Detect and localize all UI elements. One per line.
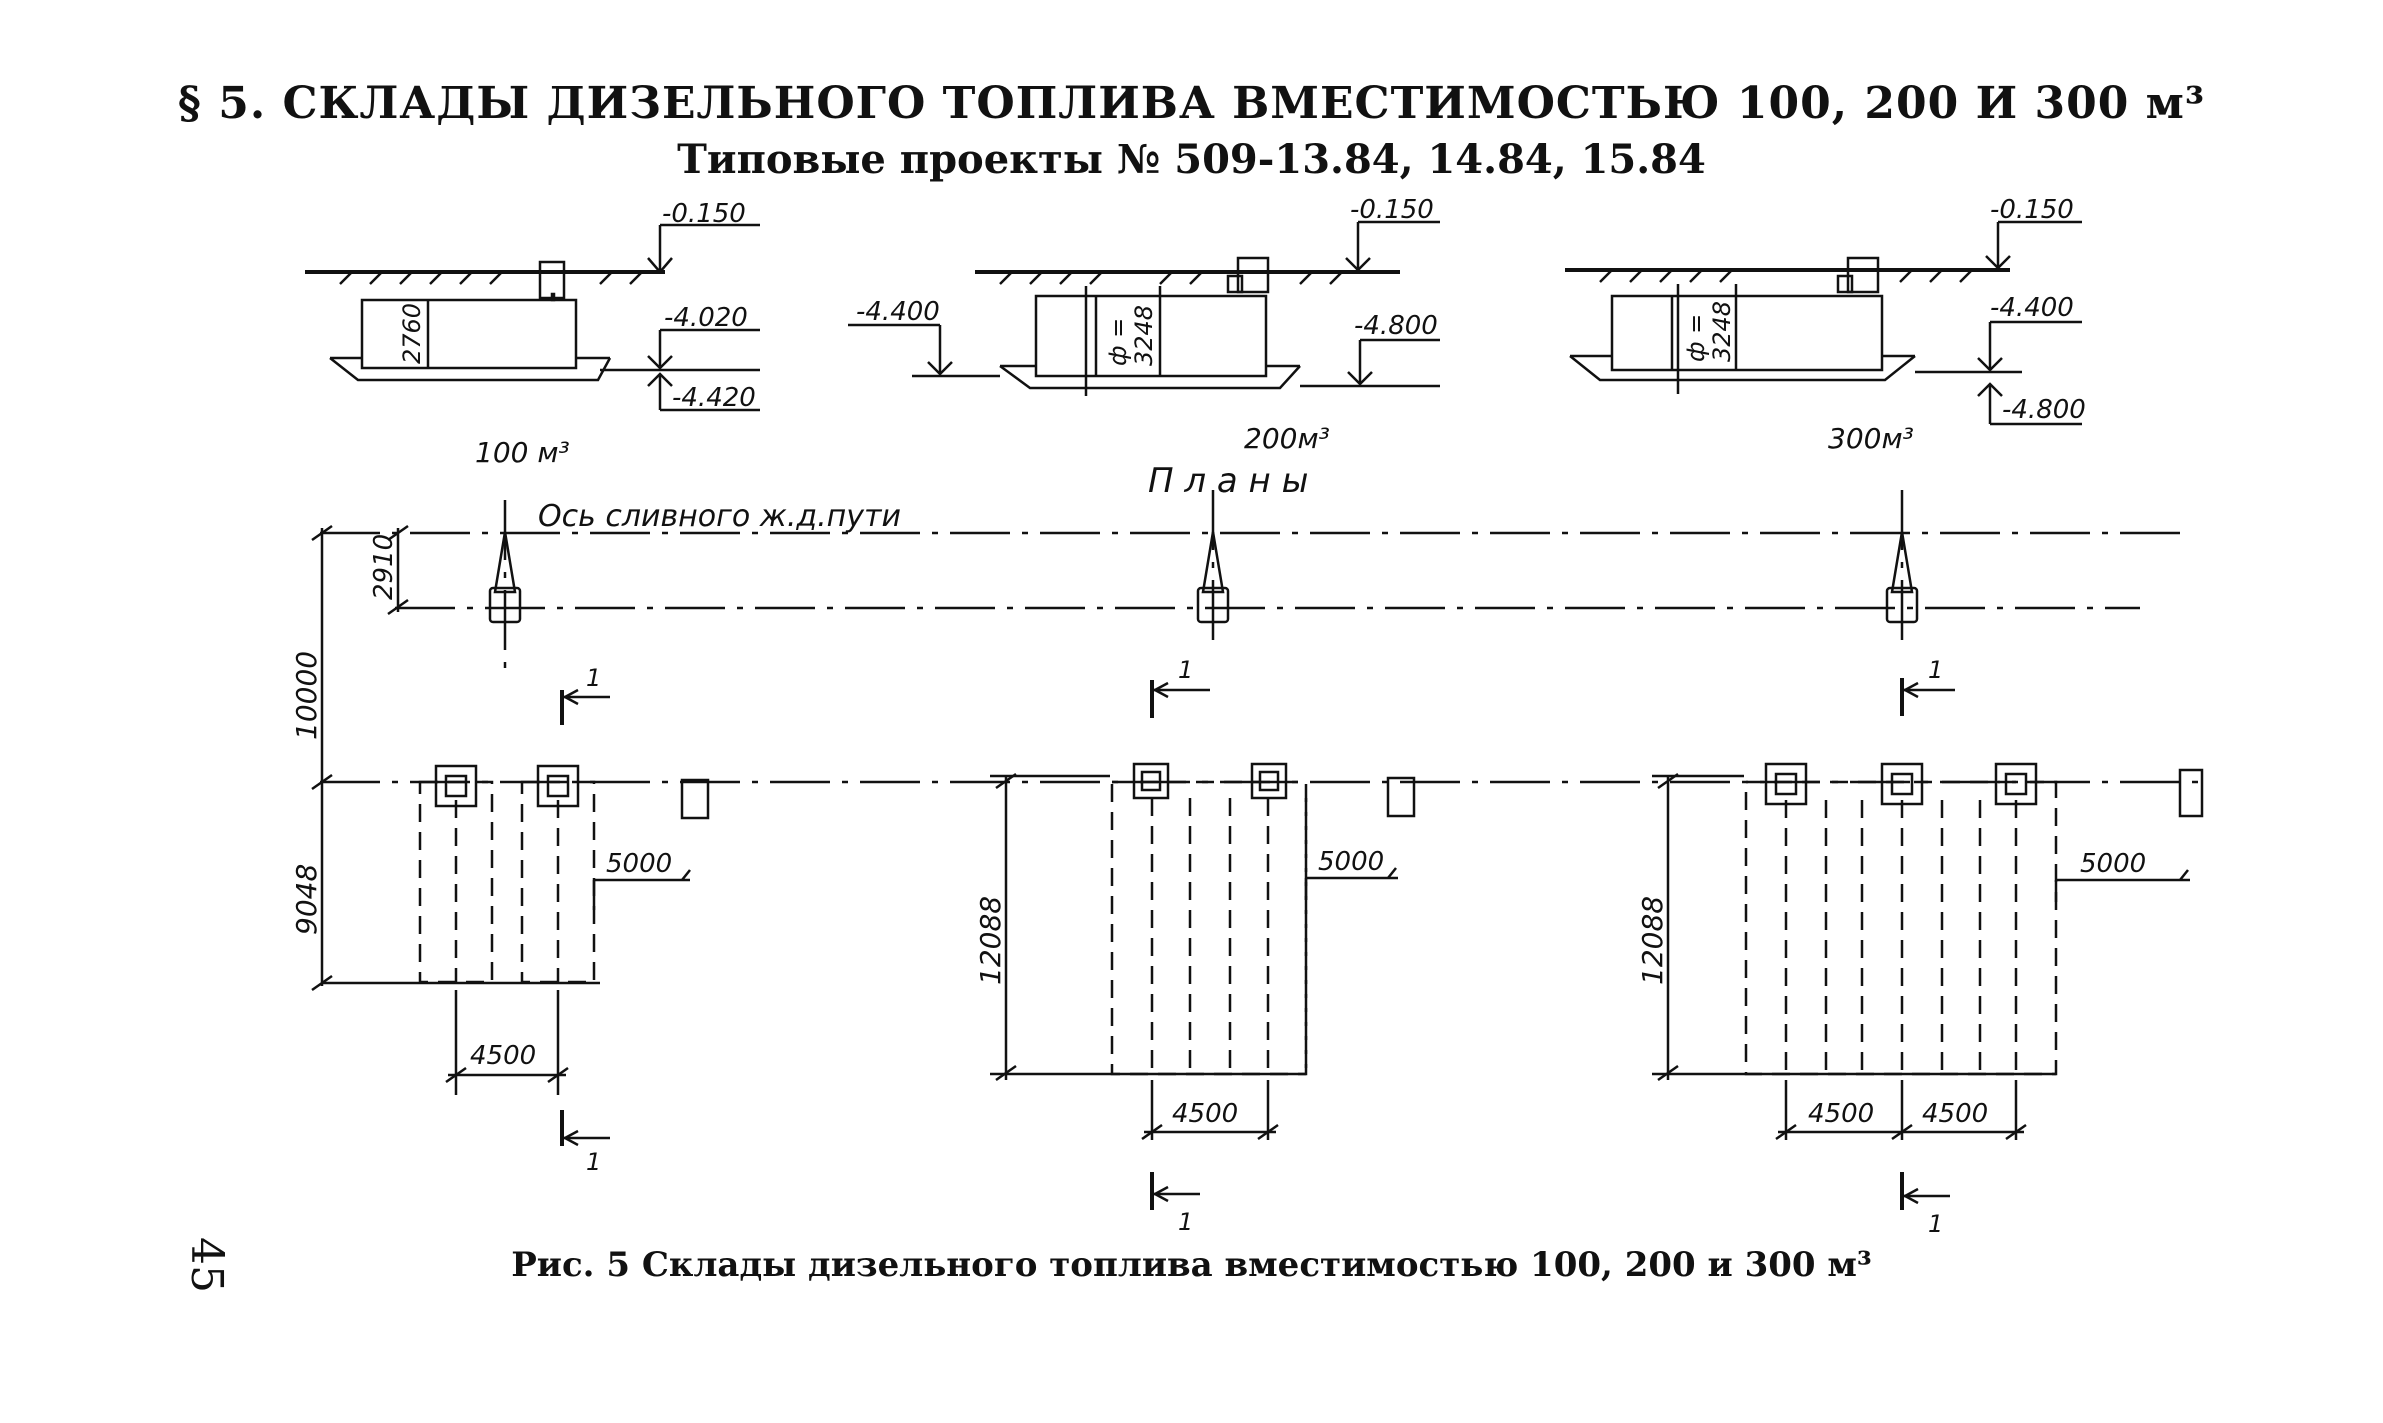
section-label: 200м³: [1244, 422, 1330, 455]
tank-bed: [1569, 355, 1916, 382]
dim-width-b: 4500: [1922, 1099, 1988, 1129]
rail-pump-300: [1885, 490, 1919, 650]
plan-100: 4500 5000: [418, 764, 710, 1095]
pump-house: [1386, 776, 1416, 818]
rail-axis-label: Ось сливного ж.д.пути: [538, 499, 901, 534]
tank-200: [1034, 294, 1268, 378]
manhole: [538, 260, 566, 300]
elev-left: -4.400: [856, 297, 940, 327]
cut-label: 1: [1178, 656, 1193, 684]
cut-marker-200-top: 1: [1150, 656, 1210, 718]
page-number: 45: [181, 1237, 232, 1293]
tank-height: 2760: [398, 303, 426, 364]
dim-offset: 5000: [1318, 847, 1384, 877]
page-subtitle: Типовые проекты № 509-13.84, 14.84, 15.8…: [677, 136, 1706, 183]
section-300: ф = 3248 -0.150 -4.400 -4.800 300м³: [1565, 195, 2086, 455]
cut-label: 1: [1928, 1210, 1943, 1238]
section-label: 100 м³: [475, 436, 570, 469]
plans: П л а н ы Ось сливного ж.д.пути 2910 100…: [290, 461, 2204, 1238]
cut-label: 1: [1178, 1208, 1193, 1236]
tank-hatch: [1880, 762, 1924, 806]
section-label: 300м³: [1828, 422, 1914, 455]
cut-marker-100-bottom: 1: [560, 1110, 610, 1176]
dim-9048: 9048: [290, 864, 323, 935]
cut-marker-300-bottom: 1: [1900, 1172, 1950, 1238]
tank-hatch: [1764, 762, 1808, 806]
dim-10000: 10000: [290, 651, 323, 740]
elev-ground: -0.150: [1350, 195, 1434, 225]
dim-depth: 12088: [974, 896, 1007, 985]
cut-marker-300-top: 1: [1900, 656, 1955, 716]
ground-hatch: [339, 271, 643, 285]
figure-caption: Рис. 5 Склады дизельного топлива вместим…: [511, 1245, 1872, 1285]
plan-300: 12088 4500 4500 5000: [1636, 762, 2204, 1141]
elev-ground: -0.150: [1990, 195, 2074, 225]
elev-top: -4.400: [1990, 293, 2074, 323]
elev-ground: -0.150: [662, 199, 746, 229]
cut-label: 1: [1928, 656, 1943, 684]
dim-depth: 12088: [1636, 896, 1669, 985]
pump-house: [680, 778, 710, 820]
plan-200: 12088 4500 5000: [974, 762, 1416, 1141]
dim-width-a: 4500: [1808, 1099, 1874, 1129]
rail-pump-200: [1196, 490, 1230, 650]
elev-top: -4.020: [664, 303, 748, 333]
pump-house: [2178, 768, 2204, 818]
ground-hatch: [1599, 269, 1973, 283]
tank-hatch: [1994, 762, 2038, 806]
cut-label: 1: [586, 664, 601, 692]
dim-2910: 2910: [369, 534, 399, 600]
cut-marker-100-top: 1: [560, 664, 610, 725]
page-title: § 5. СКЛАДЫ ДИЗЕЛЬНОГО ТОПЛИВА ВМЕСТИМОС…: [177, 78, 2206, 129]
dim-offset: 5000: [2080, 849, 2146, 879]
dim-offset: 5000: [606, 849, 672, 879]
section-100: -0.150 -4.020 -4.420 2760 100 м³: [305, 199, 760, 469]
elev-bottom: -4.800: [2002, 395, 2086, 425]
tank-outline: [1110, 780, 1308, 1076]
elev-right: -4.800: [1354, 311, 1438, 341]
dim-width: 4500: [470, 1041, 536, 1071]
cut-marker-200-bottom: 1: [1150, 1172, 1200, 1236]
diameter-a: ф =: [1682, 314, 1710, 362]
tank-bed: [999, 364, 1301, 390]
diameter-a: ф =: [1104, 318, 1132, 366]
rail-pump-100: [488, 500, 522, 680]
dim-width: 4500: [1172, 1099, 1238, 1129]
plans-title: П л а н ы: [1148, 461, 1308, 501]
diameter-b: 3248: [1130, 305, 1158, 366]
tank-300: [1610, 294, 1884, 372]
cut-label: 1: [586, 1148, 601, 1176]
section-200: ф = 3248 -0.150 -4.400 -4.800 200м³: [848, 195, 1440, 455]
diameter-b: 3248: [1708, 301, 1736, 362]
tank-100: [360, 298, 578, 370]
elev-bottom: -4.420: [672, 383, 756, 413]
ground-hatch: [999, 271, 1343, 285]
